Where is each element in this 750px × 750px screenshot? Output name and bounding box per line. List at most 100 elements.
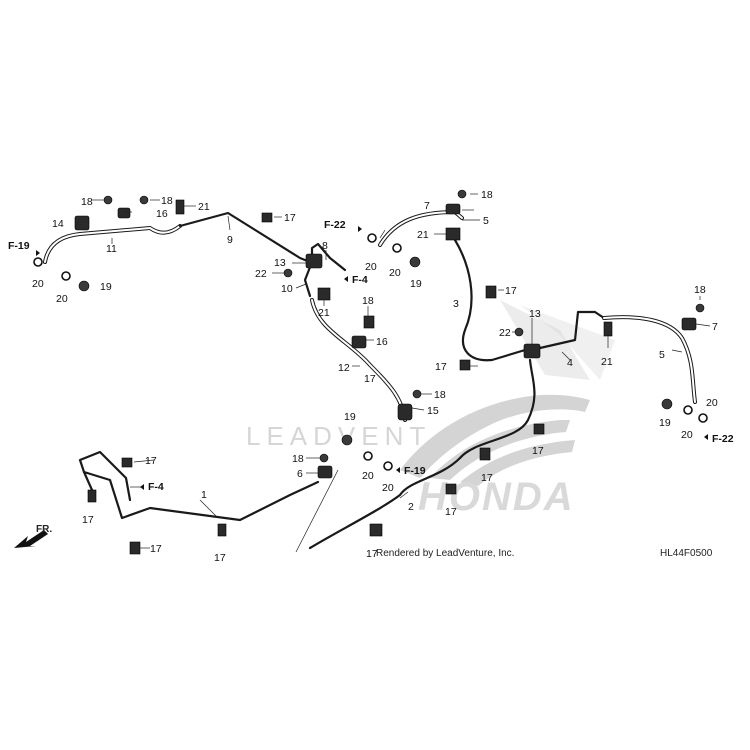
callout-22-right: 22 (499, 327, 511, 339)
clip-17-h (479, 447, 491, 461)
bolt-19-left (78, 280, 90, 292)
hardware-parts (33, 189, 708, 555)
clip-21-top (445, 227, 461, 241)
callout-19-mid: 19 (344, 411, 356, 423)
callout-5-top: 5 (483, 215, 489, 227)
washer-20-g (683, 405, 693, 415)
bolt-18-low (319, 453, 329, 463)
callout-2: 2 (408, 501, 414, 513)
callout-20-h: 20 (706, 397, 718, 409)
ref-f19-mid[interactable]: F-19 (404, 465, 426, 477)
clip-21-left (175, 199, 185, 215)
washer-20-b (61, 271, 71, 281)
fitting-15 (397, 403, 413, 421)
callout-18-low: 18 (292, 453, 304, 465)
callout-17-e: 17 (214, 552, 226, 564)
callout-1: 1 (201, 489, 207, 501)
pipe-8 (310, 242, 347, 272)
callout-22-left: 22 (255, 268, 267, 280)
render-credit: Rendered by LeadVenture, Inc. (376, 548, 514, 559)
ref-f4-left[interactable]: F-4 (148, 481, 164, 493)
callouts: 1 2 3 4 5 5 6 7 7 8 9 10 11 12 13 13 14 … (32, 189, 718, 564)
leader-lines (92, 193, 711, 549)
joint-13 (305, 253, 323, 269)
footer: FR. Rendered by LeadVenture, Inc. HL44F0… (14, 524, 713, 559)
callout-17-mid: 17 (364, 373, 376, 385)
bolt-19-top (409, 256, 421, 268)
callout-16-mid: 16 (376, 336, 388, 348)
callout-19-top: 19 (410, 278, 422, 290)
bolt-18-a (103, 195, 113, 205)
callout-15: 15 (427, 405, 439, 417)
clamp-7-top (445, 203, 461, 215)
pipe-2 (308, 358, 536, 550)
ref-arrow-f19-mid (396, 467, 400, 473)
ref-arrow-f4-left (140, 484, 144, 490)
callout-20-g: 20 (681, 429, 693, 441)
callout-5-right: 5 (659, 349, 665, 361)
bolt-18-right (695, 303, 705, 313)
hose-12 (310, 298, 407, 422)
callout-16-left: 16 (156, 208, 168, 220)
callout-14: 14 (52, 218, 64, 230)
callout-21-right: 21 (601, 356, 613, 368)
clip-17-e (217, 523, 227, 537)
callout-18-b: 18 (161, 195, 173, 207)
callout-19-left: 19 (100, 281, 112, 293)
clip-17-b (121, 457, 133, 468)
ref-arrow-f22-right (704, 434, 708, 440)
hoses-and-pipes (43, 210, 697, 553)
clip-17-k (485, 285, 497, 299)
bolt-22-left (283, 268, 293, 278)
washer-20-a (33, 257, 43, 267)
pipe-3 (453, 238, 527, 362)
callout-6: 6 (297, 468, 303, 480)
callout-17-j: 17 (435, 361, 447, 373)
ref-f22-right[interactable]: F-22 (712, 433, 734, 445)
pipe-1-branch (82, 470, 94, 492)
ref-arrow-f19-left (36, 250, 40, 256)
clip-17-g (445, 483, 457, 495)
callout-17-d: 17 (150, 543, 162, 555)
bolt-19-mid (341, 434, 353, 446)
ref-arrow-f4-mid (344, 276, 348, 282)
joint-6 (317, 465, 333, 479)
pipe-9 (178, 211, 312, 264)
washer-20-f (392, 243, 402, 253)
bolt-18-mid (363, 315, 375, 329)
ref-f19-left[interactable]: F-19 (8, 240, 30, 252)
clamp-7-right (681, 317, 697, 331)
diagram-code: HL44F0500 (660, 548, 713, 559)
clip-17-f (369, 523, 383, 537)
callout-10: 10 (281, 283, 293, 295)
pipe-1 (78, 450, 320, 522)
clip-17-c (87, 489, 97, 503)
hose-5-right (602, 315, 697, 404)
callout-17-b: 17 (145, 455, 157, 467)
washer-20-d (383, 461, 393, 471)
callout-18-a: 18 (81, 196, 93, 208)
callout-18-top: 18 (481, 189, 493, 201)
clip-17-j (459, 359, 471, 371)
ref-f22-top[interactable]: F-22 (324, 219, 346, 231)
pipe-2-end-leader (295, 469, 339, 553)
washer-20-h (698, 413, 708, 423)
front-direction-label: FR. (36, 524, 52, 535)
clamp-14 (74, 215, 90, 231)
callout-21-left: 21 (198, 201, 210, 213)
callout-13-right: 13 (529, 308, 541, 320)
callout-20-d: 20 (382, 482, 394, 494)
clip-17-i (533, 423, 545, 435)
callout-17-g: 17 (445, 506, 457, 518)
bolt-19-right (661, 398, 673, 410)
clip-21-mid (317, 287, 331, 301)
watermark-honda-text: HONDA (418, 475, 575, 519)
callout-8: 8 (322, 240, 328, 252)
callout-17-i: 17 (532, 445, 544, 457)
ref-f4-mid[interactable]: F-4 (352, 274, 368, 286)
callout-4: 4 (567, 357, 573, 369)
callout-21-top: 21 (417, 229, 429, 241)
callout-7-right: 7 (712, 321, 718, 333)
